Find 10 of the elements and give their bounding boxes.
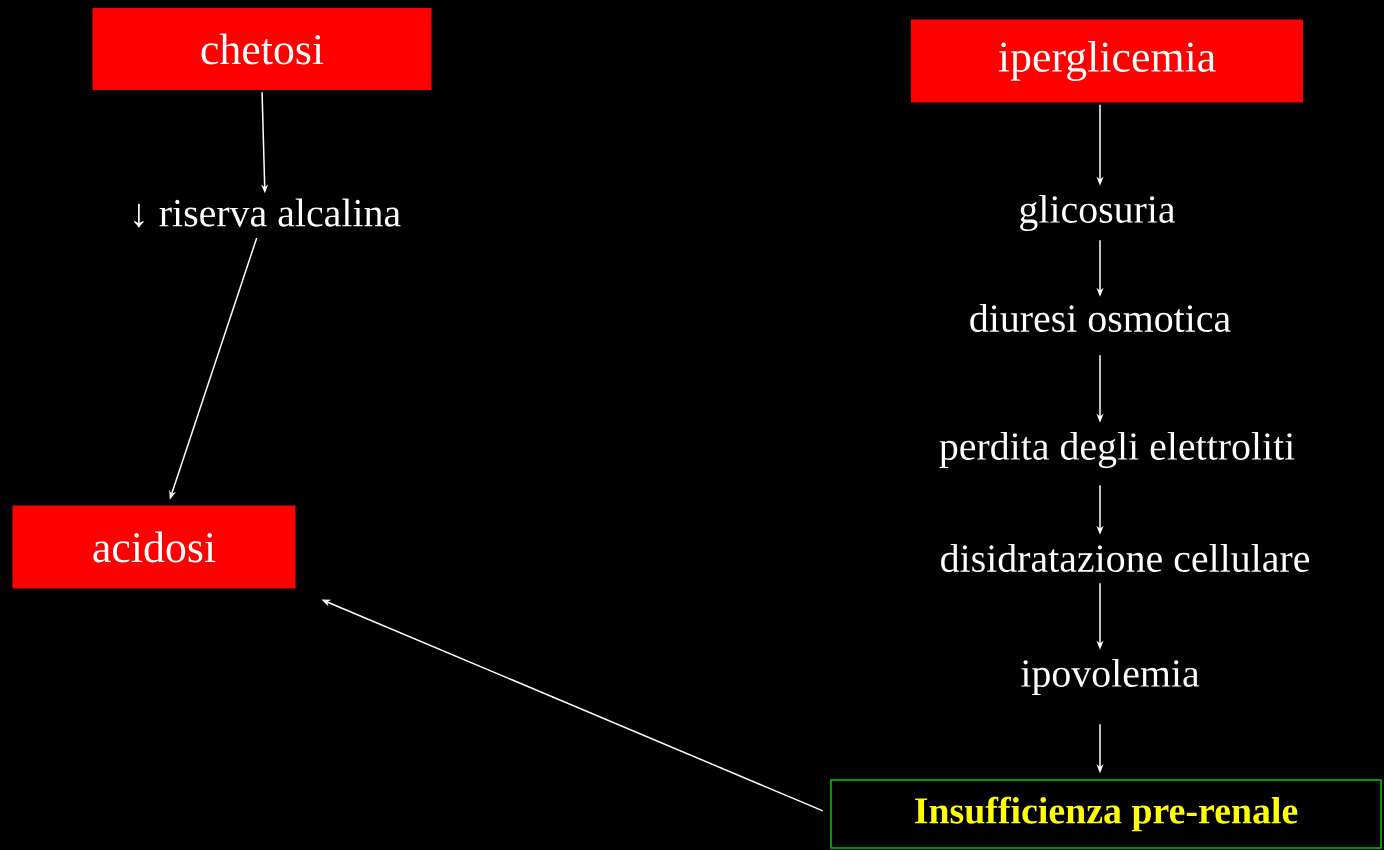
flow-text: diuresi osmotica <box>970 304 1231 333</box>
flow-text: disidratazione cellulare <box>941 544 1310 573</box>
result-box: Insufficienza pre-renale <box>830 779 1382 849</box>
flow-text: perdita degli elettroliti <box>939 431 1295 469</box>
flow-text: ipovolemia <box>1021 658 1200 696</box>
process-box: iperglicemia <box>911 19 1303 103</box>
process-box: chetosi <box>92 8 432 90</box>
flow-text: ↓ riserva alcalina <box>134 198 401 228</box>
process-box: acidosi <box>12 505 296 589</box>
flow-text: glicosuria <box>1020 194 1176 232</box>
